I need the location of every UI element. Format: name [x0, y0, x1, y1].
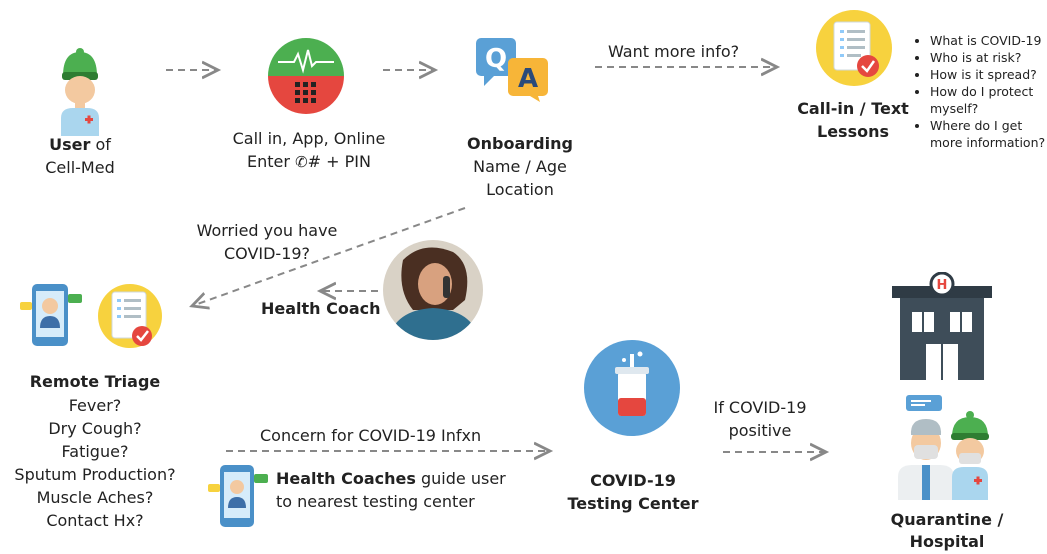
telehealth-phone-icon	[208, 465, 268, 527]
triage-item: Fever?	[68, 396, 122, 415]
triage-item: Dry Cough?	[48, 419, 142, 438]
qa-icon: Q A	[476, 38, 548, 102]
quarantine-line1: Quarantine /	[890, 510, 1004, 529]
testing-line2: Testing Center	[567, 494, 699, 513]
lesson-topic: What is COVID-19	[930, 32, 1047, 49]
lesson-topic: Who is at risk?	[930, 49, 1047, 66]
phone-icon: ✆	[295, 153, 308, 171]
checklist-icon	[816, 10, 892, 86]
coaches-guide-line2: to nearest testing center	[276, 492, 475, 511]
callin-line2: Enter ✆# + PIN	[247, 152, 371, 171]
health-coach-label: Health Coach	[261, 299, 381, 318]
phone-keypad-icon	[268, 38, 344, 114]
lesson-topics-list: What is COVID-19 Who is at risk? How is …	[912, 32, 1047, 151]
triage-item: Sputum Production?	[14, 465, 176, 484]
svg-text:A: A	[518, 64, 538, 94]
test-tube-icon	[584, 340, 680, 436]
callin-line1: Call in, App, Online	[232, 129, 386, 148]
onboarding-line1: Name / Age	[473, 157, 567, 176]
worried-line2: COVID-19?	[223, 244, 311, 263]
triage-item: Muscle Aches?	[36, 488, 154, 507]
testing-line1: COVID-19	[590, 471, 676, 490]
remote-triage-icon	[20, 284, 162, 348]
lesson-topic: Where do I get more information?	[930, 117, 1047, 151]
triage-item: Contact Hx?	[46, 511, 144, 530]
worried-line1: Worried you have	[196, 221, 338, 240]
concern-label: Concern for COVID-19 Infxn	[260, 426, 482, 445]
want-more-info-label: Want more info?	[608, 42, 740, 61]
if-positive-line2: positive	[728, 421, 792, 440]
user-label-line2: Cell-Med	[45, 158, 115, 177]
lesson-topic: How is it spread?	[930, 66, 1047, 83]
doctor-patient-icon	[898, 395, 989, 500]
onboarding-line2: Location	[486, 180, 554, 199]
arrow-onboarding-to-triage	[192, 207, 466, 306]
svg-text:Q: Q	[485, 44, 507, 74]
user-icon	[61, 48, 99, 136]
quarantine-line2: Hospital	[909, 532, 985, 551]
health-coach-photo	[383, 240, 483, 340]
if-positive-line1: If COVID-19	[713, 398, 807, 417]
lesson-topic: How do I protect myself?	[930, 83, 1040, 117]
lessons-line1: Call-in / Text	[797, 99, 909, 118]
hospital-icon: H	[892, 272, 992, 380]
coaches-guide-line1: Health Coaches guide user	[276, 469, 506, 488]
triage-item: Fatigue?	[61, 442, 129, 461]
remote-triage-title: Remote Triage	[29, 372, 161, 391]
user-label: User of	[49, 135, 111, 154]
lessons-line2: Lessons	[817, 122, 889, 141]
onboarding-title: Onboarding	[467, 134, 573, 153]
svg-text:H: H	[937, 278, 948, 293]
